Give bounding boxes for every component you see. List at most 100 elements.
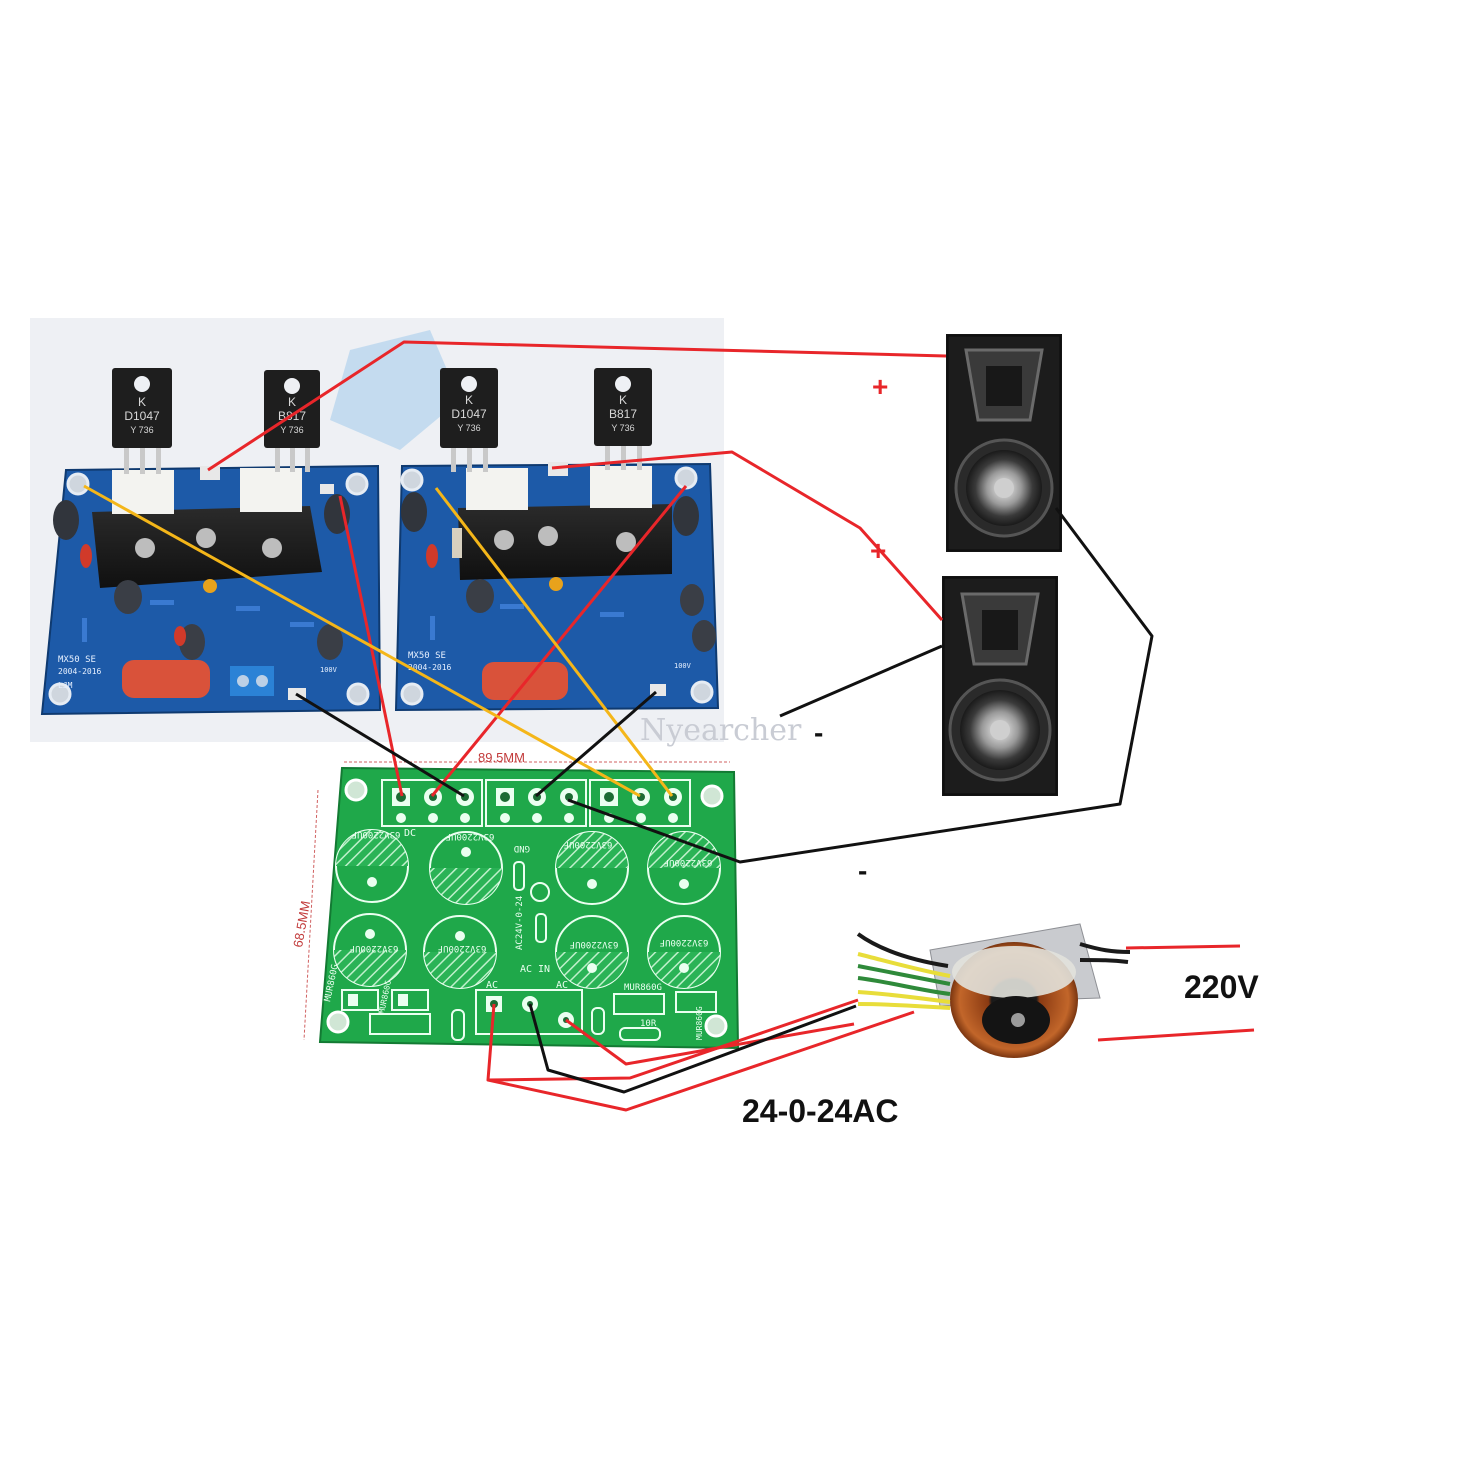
transistor-code: Y 736 bbox=[611, 423, 634, 433]
wire-left-gnd bbox=[295, 692, 465, 798]
transistor-code: Y 736 bbox=[280, 425, 303, 435]
screw bbox=[538, 526, 558, 546]
wires-yellow bbox=[83, 484, 674, 798]
heatsink bbox=[458, 504, 672, 580]
mounting-hole bbox=[346, 682, 370, 706]
wire-right-input bbox=[434, 487, 674, 797]
cap-rating: 63V2200UF bbox=[352, 829, 401, 839]
output-terminal bbox=[320, 484, 334, 494]
cap-rating: 63V2200UF bbox=[350, 943, 399, 953]
resistor bbox=[451, 1009, 465, 1041]
wire-mains-2 bbox=[1097, 1028, 1255, 1042]
wire-left-speaker-plus bbox=[207, 340, 947, 472]
in-label: IN bbox=[538, 964, 550, 975]
speaker-top-plus: + bbox=[872, 371, 888, 402]
wire-ac-red-1 bbox=[486, 998, 859, 1082]
capacitor bbox=[401, 492, 427, 532]
output-terminal bbox=[548, 462, 568, 476]
resistor bbox=[600, 612, 624, 617]
transistor-code: Y 736 bbox=[457, 423, 480, 433]
rectifier-diodes: MUR860G MUR860G MUR860G MUR860G bbox=[323, 963, 717, 1040]
psu-board: DC 63V2200 bbox=[290, 750, 740, 1050]
filter-capacitors: 63V2200UF 63V2200UF 63V2200UF 63V2200UF … bbox=[333, 829, 721, 989]
amp-board-left: K D1047 Y 736 K B817 Y 736 bbox=[40, 368, 382, 716]
insulator bbox=[466, 468, 528, 510]
cap-rating: 63V2200UF bbox=[564, 839, 613, 849]
resistor bbox=[236, 606, 260, 611]
mounting-hole bbox=[344, 778, 368, 802]
capacitor bbox=[673, 496, 699, 536]
resistor bbox=[591, 1007, 605, 1035]
mains-voltage-label: 220V bbox=[1184, 969, 1259, 1005]
screw bbox=[494, 530, 514, 550]
diode-label: MUR860G bbox=[624, 983, 662, 993]
board-model: MX50 SE bbox=[58, 655, 96, 665]
gnd-label: GND bbox=[514, 843, 530, 853]
mounting-hole bbox=[326, 1010, 350, 1034]
wire-mains-1 bbox=[1125, 944, 1241, 950]
dc-output-terminals: DC bbox=[381, 779, 691, 839]
amp-board-right: K D1047 Y 736 K B817 Y 736 bbox=[394, 368, 720, 712]
mounting-hole bbox=[690, 680, 714, 704]
capacitor bbox=[692, 620, 716, 652]
ac-label: AC bbox=[486, 980, 498, 991]
cap-rating: 63V2200UF bbox=[570, 939, 619, 949]
screw bbox=[262, 538, 282, 558]
capacitor bbox=[53, 500, 79, 540]
red-capacitor bbox=[174, 626, 186, 646]
wire-ac-center bbox=[528, 1003, 857, 1094]
capacitor bbox=[324, 494, 350, 534]
mounting-hole bbox=[674, 466, 698, 490]
board-year: 2004-2016 bbox=[58, 667, 102, 676]
transistor-brand: K bbox=[138, 395, 146, 409]
height-dimension-line bbox=[303, 789, 319, 1041]
width-dimension: 89.5MM bbox=[478, 750, 525, 765]
board-year: 2004-2016 bbox=[408, 663, 452, 672]
transistor-brand: K bbox=[619, 393, 627, 407]
wire-speaker-minus-bottom bbox=[779, 644, 943, 718]
transistor-b817-left: K B817 Y 736 bbox=[264, 370, 320, 472]
speaker-bottom bbox=[942, 576, 1058, 796]
speaker-bottom-plus: + bbox=[870, 535, 886, 566]
transistor-part: D1047 bbox=[124, 409, 160, 423]
cap-rating: 63V2200UF bbox=[438, 943, 487, 953]
wire-right-speaker-plus bbox=[551, 450, 944, 621]
insulator bbox=[240, 468, 302, 512]
protective-film bbox=[330, 330, 460, 450]
watermark: Nyearcher bbox=[640, 713, 802, 748]
mounting-hole bbox=[700, 784, 724, 808]
resistor bbox=[290, 622, 314, 627]
transistor-d1047-left: K D1047 Y 736 bbox=[112, 368, 172, 474]
wires-black bbox=[295, 507, 1154, 1094]
screw bbox=[196, 528, 216, 548]
capacitor bbox=[680, 584, 704, 616]
cap-rating: 63V2200UF bbox=[664, 857, 713, 867]
mounting-hole bbox=[400, 468, 424, 492]
screw bbox=[616, 532, 636, 552]
terminal-screw bbox=[237, 675, 249, 687]
resistor bbox=[82, 618, 87, 642]
resistor bbox=[452, 528, 462, 558]
capacitor bbox=[114, 580, 142, 614]
capacitor bbox=[317, 624, 343, 660]
secondary-voltage-label: 24-0-24AC bbox=[742, 1093, 899, 1129]
red-capacitor bbox=[80, 544, 92, 568]
capacitor bbox=[466, 579, 494, 613]
film-capacitor bbox=[122, 660, 210, 698]
insulator bbox=[590, 466, 652, 508]
mounting-hole bbox=[704, 1014, 728, 1038]
mounting-hole bbox=[48, 682, 72, 706]
transistor-part: D1047 bbox=[451, 407, 487, 421]
wires-red bbox=[207, 340, 1255, 1112]
toroidal-transformer bbox=[856, 923, 1131, 1058]
speaker-top-minus: - bbox=[858, 855, 867, 886]
speaker-bottom-minus: - bbox=[814, 717, 823, 748]
transistor-part: B817 bbox=[609, 407, 637, 421]
resistor-label: 10R bbox=[640, 1019, 657, 1029]
yellow-capacitor bbox=[549, 577, 563, 591]
resistor bbox=[513, 861, 525, 891]
wire-ac-red-2 bbox=[565, 1018, 855, 1066]
cap-rating: 63V2200UF bbox=[446, 831, 495, 841]
mounting-hole bbox=[400, 682, 424, 706]
wire-right-vplus bbox=[430, 485, 688, 797]
